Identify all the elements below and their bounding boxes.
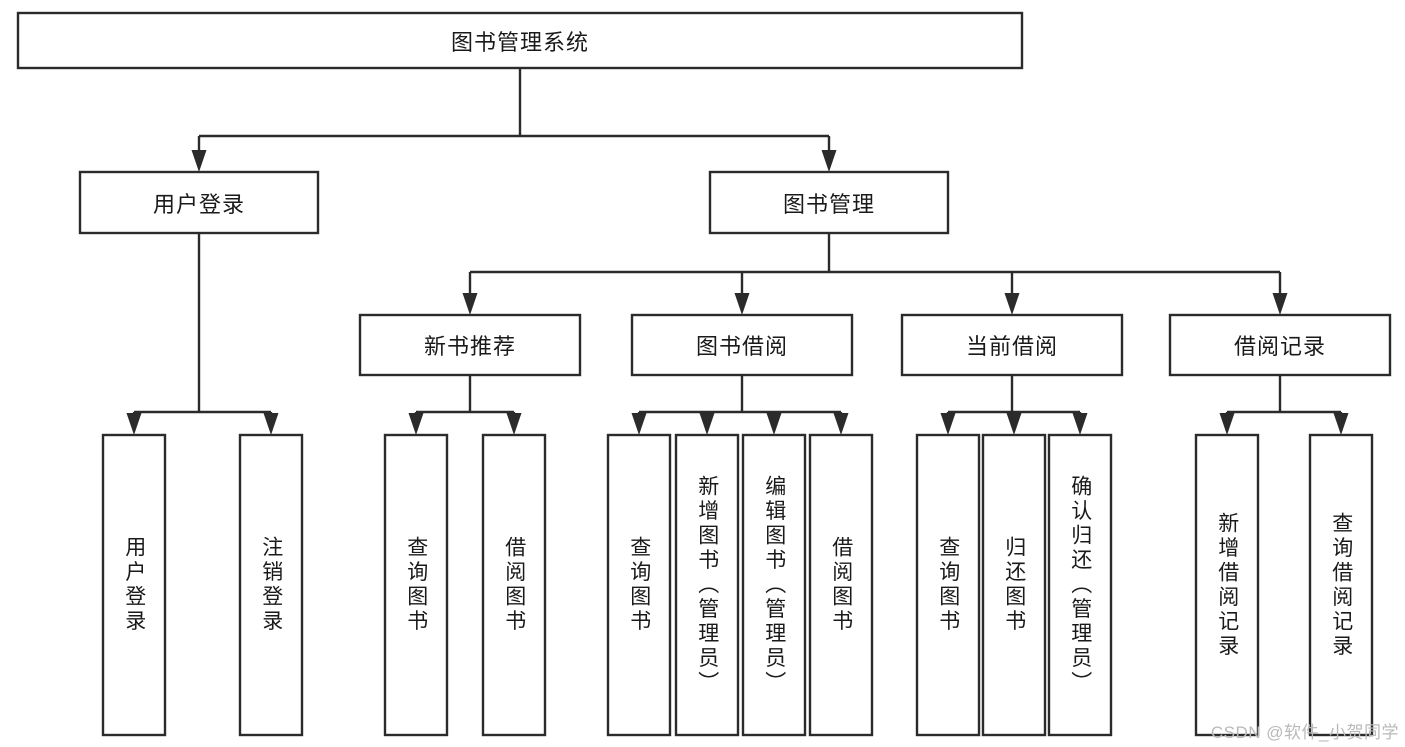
connector-arrow-icon [766, 413, 782, 435]
node-box-leaf_4[interactable] [606, 433, 672, 737]
connector-arrow-icon [191, 150, 207, 172]
connector-arrow-icon [734, 293, 750, 315]
node-box-leaf_8[interactable] [915, 433, 981, 737]
connector-arrow-icon [1006, 413, 1022, 435]
node-box-leaf_5[interactable] [674, 433, 740, 737]
node-box-leaf_1[interactable] [238, 433, 304, 737]
connector-arrow-icon [821, 150, 837, 172]
connector-arrow-icon [1219, 413, 1235, 435]
connector-arrow-icon [408, 413, 424, 435]
node-box-l3_2[interactable] [900, 313, 1124, 377]
node-box-leaf_6[interactable] [741, 433, 807, 737]
node-box-l3_3[interactable] [1168, 313, 1392, 377]
connector-arrow-icon [940, 413, 956, 435]
node-box-leaf_0[interactable] [101, 433, 167, 737]
connector-arrow-icon [1004, 293, 1020, 315]
connector-arrow-icon [833, 413, 849, 435]
node-box-leaf_12[interactable] [1308, 433, 1374, 737]
node-box-leaf_11[interactable] [1194, 433, 1260, 737]
watermark-text: CSDN @软件_小贺同学 [1210, 723, 1399, 742]
connector-arrow-icon [506, 413, 522, 435]
connector-arrow-icon [631, 413, 647, 435]
node-box-l2_0[interactable] [78, 170, 320, 235]
connector-arrow-icon [126, 413, 142, 435]
connector-arrow-icon [1272, 293, 1288, 315]
connector-arrow-icon [263, 413, 279, 435]
node-box-leaf_3[interactable] [481, 433, 547, 737]
node-box-root[interactable] [16, 11, 1024, 70]
node-box-l3_0[interactable] [358, 313, 582, 377]
connector-arrow-icon [1333, 413, 1349, 435]
node-box-leaf_10[interactable] [1047, 433, 1113, 737]
connector-arrow-icon [699, 413, 715, 435]
node-box-leaf_7[interactable] [808, 433, 874, 737]
node-box-l3_1[interactable] [630, 313, 854, 377]
node-box-leaf_2[interactable] [383, 433, 449, 737]
connector-arrow-icon [1072, 413, 1088, 435]
node-box-l2_1[interactable] [708, 170, 950, 235]
connector-arrow-icon [462, 293, 478, 315]
node-box-leaf_9[interactable] [981, 433, 1047, 737]
